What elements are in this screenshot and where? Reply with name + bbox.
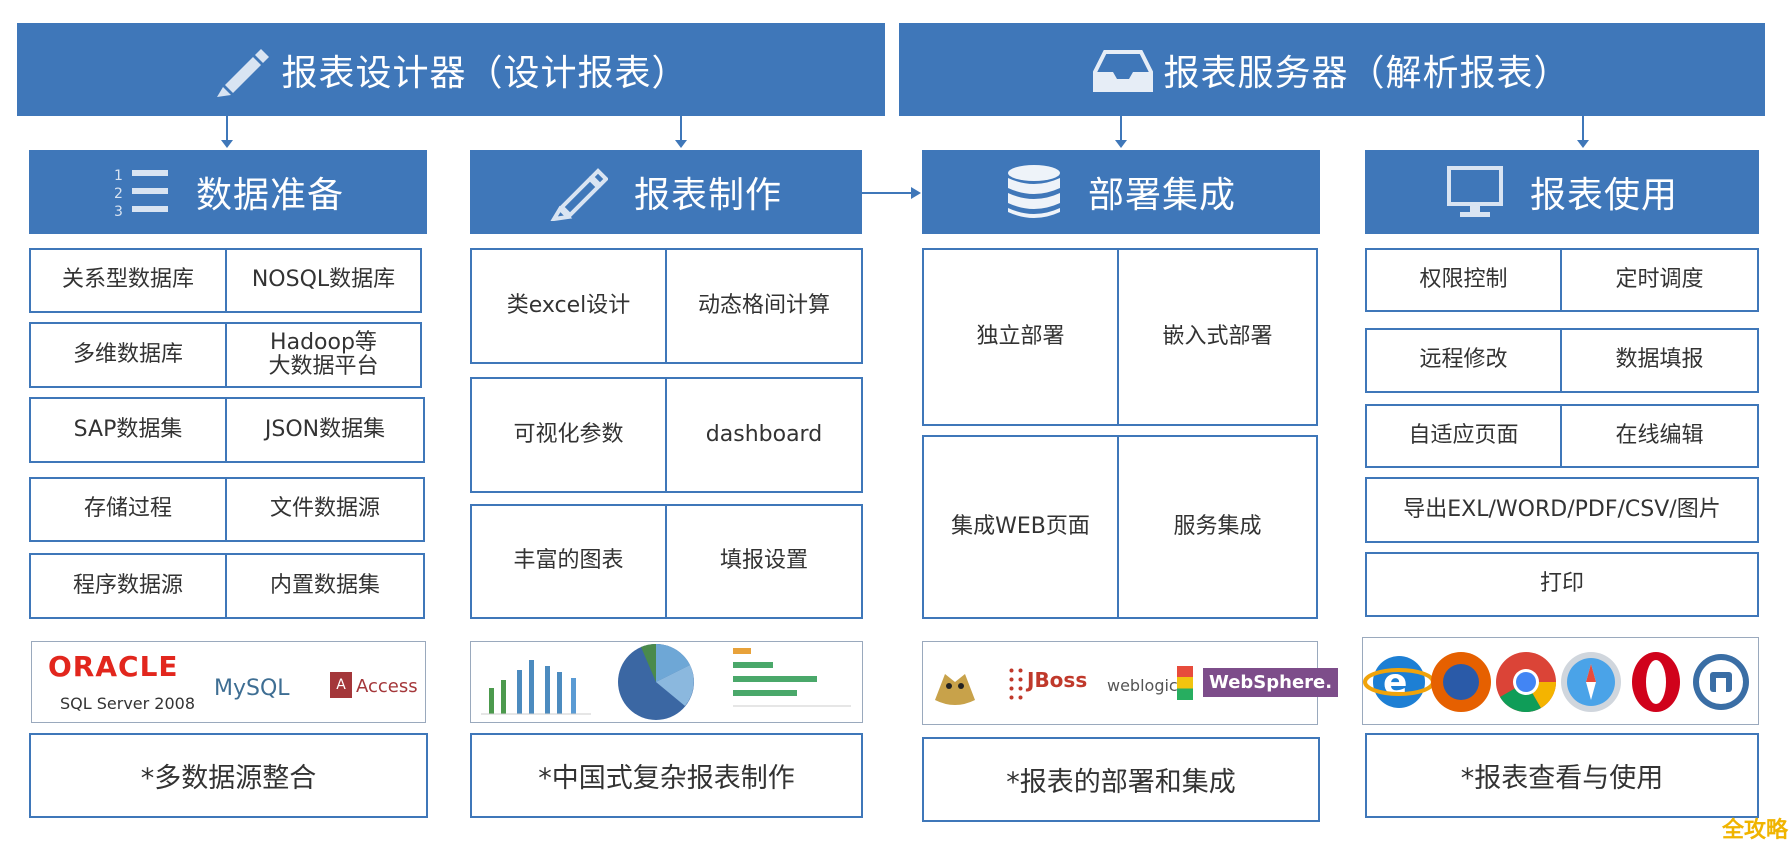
feature-cell: 服务集成 xyxy=(1119,435,1318,619)
tomcat-icon xyxy=(935,674,975,705)
print-cell: 打印 xyxy=(1365,552,1759,617)
column-header-data-prep: 1 2 3 数据准备 xyxy=(29,150,427,234)
designer-banner-title: 报表设计器（设计报表） xyxy=(281,52,689,94)
access-icon: A xyxy=(330,672,352,698)
connector-line xyxy=(1582,116,1584,143)
database-icon xyxy=(1006,164,1062,220)
mysql-logo: MySQL xyxy=(214,676,290,701)
maxthon-icon xyxy=(1693,654,1749,710)
arrow-head xyxy=(221,140,233,148)
feature-cell: 权限控制 xyxy=(1365,248,1562,312)
feature-cell: 内置数据集 xyxy=(227,553,425,619)
opera-icon xyxy=(1632,652,1680,712)
feature-cell: 在线编辑 xyxy=(1562,404,1759,468)
feature-cell: 定时调度 xyxy=(1562,248,1759,312)
feature-cell: 可视化参数 xyxy=(470,377,667,493)
jboss-logo: JBoss xyxy=(1027,668,1088,692)
feature-cell: 丰富的图表 xyxy=(470,504,667,619)
feature-cell: 自适应页面 xyxy=(1365,404,1562,468)
feature-cell: 程序数据源 xyxy=(29,553,227,619)
feature-cell: 远程修改 xyxy=(1365,328,1562,393)
arrow-head xyxy=(675,140,687,148)
monitor-icon xyxy=(1446,165,1504,219)
sql-server-logo: SQL Server 2008 xyxy=(60,694,196,713)
ie-icon: e xyxy=(1363,656,1435,708)
svg-text:2: 2 xyxy=(114,186,124,202)
browser-logos: e xyxy=(1362,637,1759,725)
pencil-icon xyxy=(550,163,608,221)
column-title: 报表制作 xyxy=(633,175,782,216)
feature-cell: 文件数据源 xyxy=(227,477,425,542)
feature-cell: 多维数据库 xyxy=(29,322,227,388)
column-title: 报表使用 xyxy=(1529,175,1678,216)
feature-cell: 嵌入式部署 xyxy=(1119,248,1318,426)
hbar-chart-thumbnail xyxy=(733,648,851,707)
feature-cell: Hadoop等 大数据平台 xyxy=(227,322,422,388)
server-banner: 报表服务器（解析报表） xyxy=(899,23,1765,116)
column-title: 部署集成 xyxy=(1087,175,1236,216)
server-banner-title: 报表服务器（解析报表） xyxy=(1163,52,1571,94)
numbered-list-icon: 1 2 3 xyxy=(112,164,170,220)
firefox-icon xyxy=(1431,652,1491,712)
feature-cell: dashboard xyxy=(667,377,863,493)
oracle-logo: ORACLE xyxy=(48,650,179,683)
feature-cell: 关系型数据库 xyxy=(29,248,227,313)
connector-line xyxy=(226,116,228,143)
watermark: 全攻略 xyxy=(1722,818,1789,843)
feature-cell: 存储过程 xyxy=(29,477,227,542)
flow-arrow-line xyxy=(862,192,912,194)
feature-cell: 类excel设计 xyxy=(470,248,667,364)
feature-cell: NOSQL数据库 xyxy=(227,248,422,313)
flow-arrow-head xyxy=(911,187,921,199)
designer-banner: 报表设计器（设计报表） xyxy=(17,23,885,116)
weblogic-logo: weblogic xyxy=(1107,676,1178,695)
weblogic-bars-icon xyxy=(1177,666,1193,700)
inbox-tray-icon xyxy=(1093,46,1154,94)
access-logo: Access xyxy=(356,676,418,697)
column-header-usage: 报表使用 xyxy=(1365,150,1759,234)
export-formats-cell: 导出EXL/WORD/PDF/CSV/图片 xyxy=(1365,477,1759,543)
column-header-deploy: 部署集成 xyxy=(922,150,1320,234)
feature-cell: 填报设置 xyxy=(667,504,863,619)
feature-cell: JSON数据集 xyxy=(227,397,425,463)
column-header-report-making: 报表制作 xyxy=(470,150,862,234)
app-server-logos: JBoss weblogic WebSphere. xyxy=(922,641,1339,725)
svg-text:1: 1 xyxy=(114,168,124,184)
pie-chart-thumbnail xyxy=(618,643,694,720)
summary-box: *报表查看与使用 xyxy=(1365,733,1759,818)
safari-icon xyxy=(1561,652,1621,712)
feature-cell: 独立部署 xyxy=(922,248,1119,426)
websphere-logo: WebSphere. xyxy=(1203,668,1339,697)
connector-line xyxy=(680,116,682,143)
bar-chart-thumbnail xyxy=(481,660,591,715)
arrow-head xyxy=(1577,140,1589,148)
arrow-head xyxy=(1115,140,1127,148)
connector-line xyxy=(1120,116,1122,143)
svg-text:3: 3 xyxy=(114,204,124,220)
chart-thumbnails xyxy=(470,641,863,723)
chrome-icon xyxy=(1496,652,1556,713)
summary-box: *中国式复杂报表制作 xyxy=(470,733,863,818)
column-title: 数据准备 xyxy=(195,175,344,216)
feature-cell: 动态格间计算 xyxy=(667,248,863,364)
feature-cell: 集成WEB页面 xyxy=(922,435,1119,619)
summary-box: *多数据源整合 xyxy=(29,733,428,818)
feature-cell: 数据填报 xyxy=(1562,328,1759,393)
summary-box: *报表的部署和集成 xyxy=(922,737,1320,822)
database-logos: ORACLE SQL Server 2008 MySQL A Access xyxy=(31,641,426,723)
jboss-dots-icon xyxy=(1007,666,1025,704)
pencil-icon xyxy=(213,41,271,99)
feature-cell: SAP数据集 xyxy=(29,397,227,463)
